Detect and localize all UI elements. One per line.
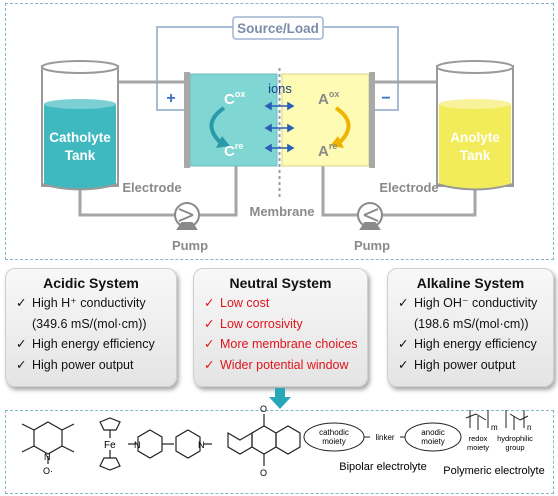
neutral-item-2: ✓Low corrosivity (204, 316, 303, 331)
ions-label: ions (268, 81, 292, 96)
catholyte-cell (189, 73, 278, 167)
electrode-left-label: Electrode (122, 180, 181, 195)
tempo-n: N (44, 452, 51, 462)
pump-left-icon (174, 202, 200, 230)
bipolar-anodic-2: moiety (421, 437, 445, 446)
c-re-label: Cre (224, 141, 243, 160)
polymeric-structure (465, 410, 529, 430)
acidic-item-3: ✓High energy efficiency (16, 337, 155, 351)
acidic-system-title: Acidic System (43, 275, 139, 291)
acidic-system-card: Acidic System ✓High H⁺ conductivity (349… (5, 268, 177, 387)
anolyte-label-1: Anolyte (450, 130, 500, 145)
bipolar-caption: Bipolar electrolyte (339, 461, 426, 473)
viologen-n1: N (134, 440, 141, 450)
plus-sign: + (166, 90, 175, 107)
anthraquinone-structure (227, 414, 301, 466)
a-re-label: Are (318, 141, 337, 160)
alkaline-item-3: ✓High energy efficiency (398, 337, 537, 351)
alkaline-item-4: ✓High power output (398, 357, 516, 372)
pump-right-icon (357, 202, 383, 230)
tempo-structure (21, 421, 75, 464)
polymeric-caption: Polymeric electrolyte (443, 465, 544, 477)
acidic-item-1: ✓High H⁺ conductivity (16, 296, 146, 310)
alkaline-item-2: (198.6 mS/(mol·cm)) (414, 316, 529, 331)
membrane-label: Membrane (249, 204, 314, 219)
electrode-right-label: Electrode (379, 180, 438, 195)
catholyte-label-2: Tank (65, 148, 96, 163)
electrode-left-plate (184, 72, 190, 168)
minus-sign: − (381, 90, 390, 107)
anolyte-cell (281, 73, 370, 167)
schematic-drawing: Source/Load + − Catholyte Tank Anolyte T… (41, 16, 514, 253)
quinone-o-top: O (260, 404, 267, 414)
neutral-system-card: Neutral System ✓Low cost ✓Low corrosivit… (193, 268, 368, 387)
viologen-n2: N (198, 440, 205, 450)
neutral-item-4: ✓Wider potential window (204, 357, 349, 372)
pump-right-label: Pump (354, 238, 390, 253)
polymer-redox-2: moiety (467, 443, 489, 452)
ion-arrows (264, 101, 295, 153)
acidic-item-4: ✓High power output (16, 357, 134, 372)
wire-right (322, 26, 399, 111)
ferrocene-fe: Fe (104, 440, 116, 451)
bipolar-anodic-1: anodic (421, 428, 445, 437)
neutral-system-title: Neutral System (229, 275, 332, 291)
bipolar-structure (303, 422, 462, 452)
acidic-item-2: (349.6 mS/(mol·cm)) (32, 316, 147, 331)
alkaline-system-card: Alkaline System ✓High OH⁻ conductivity (… (387, 268, 554, 387)
c-ox-label: Cox (224, 89, 245, 108)
polymer-hydrophilic-2: group (505, 443, 524, 452)
viologen-structure (128, 429, 212, 459)
tempo-o: O· (43, 466, 53, 476)
alkaline-system-title: Alkaline System (416, 275, 525, 291)
wire-left (156, 26, 234, 111)
bipolar-cathodic-2: moiety (322, 437, 346, 446)
alkaline-item-1: ✓High OH⁻ conductivity (398, 296, 538, 310)
quinone-o-bottom: O (260, 468, 267, 478)
down-arrow-icon (269, 388, 291, 409)
source-load-box (232, 16, 324, 40)
bipolar-linker: linker (375, 433, 394, 442)
schematic-panel (5, 3, 554, 260)
pump-left-label: Pump (172, 238, 208, 253)
bipolar-cathodic-1: cathodic (319, 428, 349, 437)
molecules-panel (5, 410, 554, 494)
anolyte-redox-arrow (334, 106, 351, 146)
neutral-item-3: ✓More membrane choices (204, 337, 358, 351)
catholyte-tank (41, 60, 119, 191)
anolyte-label-2: Tank (460, 148, 491, 163)
neutral-item-1: ✓Low cost (204, 296, 270, 310)
electrode-right-plate (369, 72, 375, 168)
molecules-drawing: N O· Fe N N O O cathodic moiety linker a… (21, 404, 545, 478)
catholyte-label-1: Catholyte (49, 130, 111, 145)
ferrocene-structure (99, 417, 121, 471)
polymer-n: n (527, 423, 531, 432)
catholyte-redox-arrow (209, 106, 226, 146)
source-load-label: Source/Load (237, 21, 319, 36)
polymer-hydrophilic-1: hydrophilic (497, 434, 533, 443)
polymer-redox-1: redox (469, 434, 488, 443)
a-ox-label: Aox (318, 89, 339, 108)
polymer-m: m (491, 423, 498, 432)
anolyte-tank (436, 60, 514, 191)
